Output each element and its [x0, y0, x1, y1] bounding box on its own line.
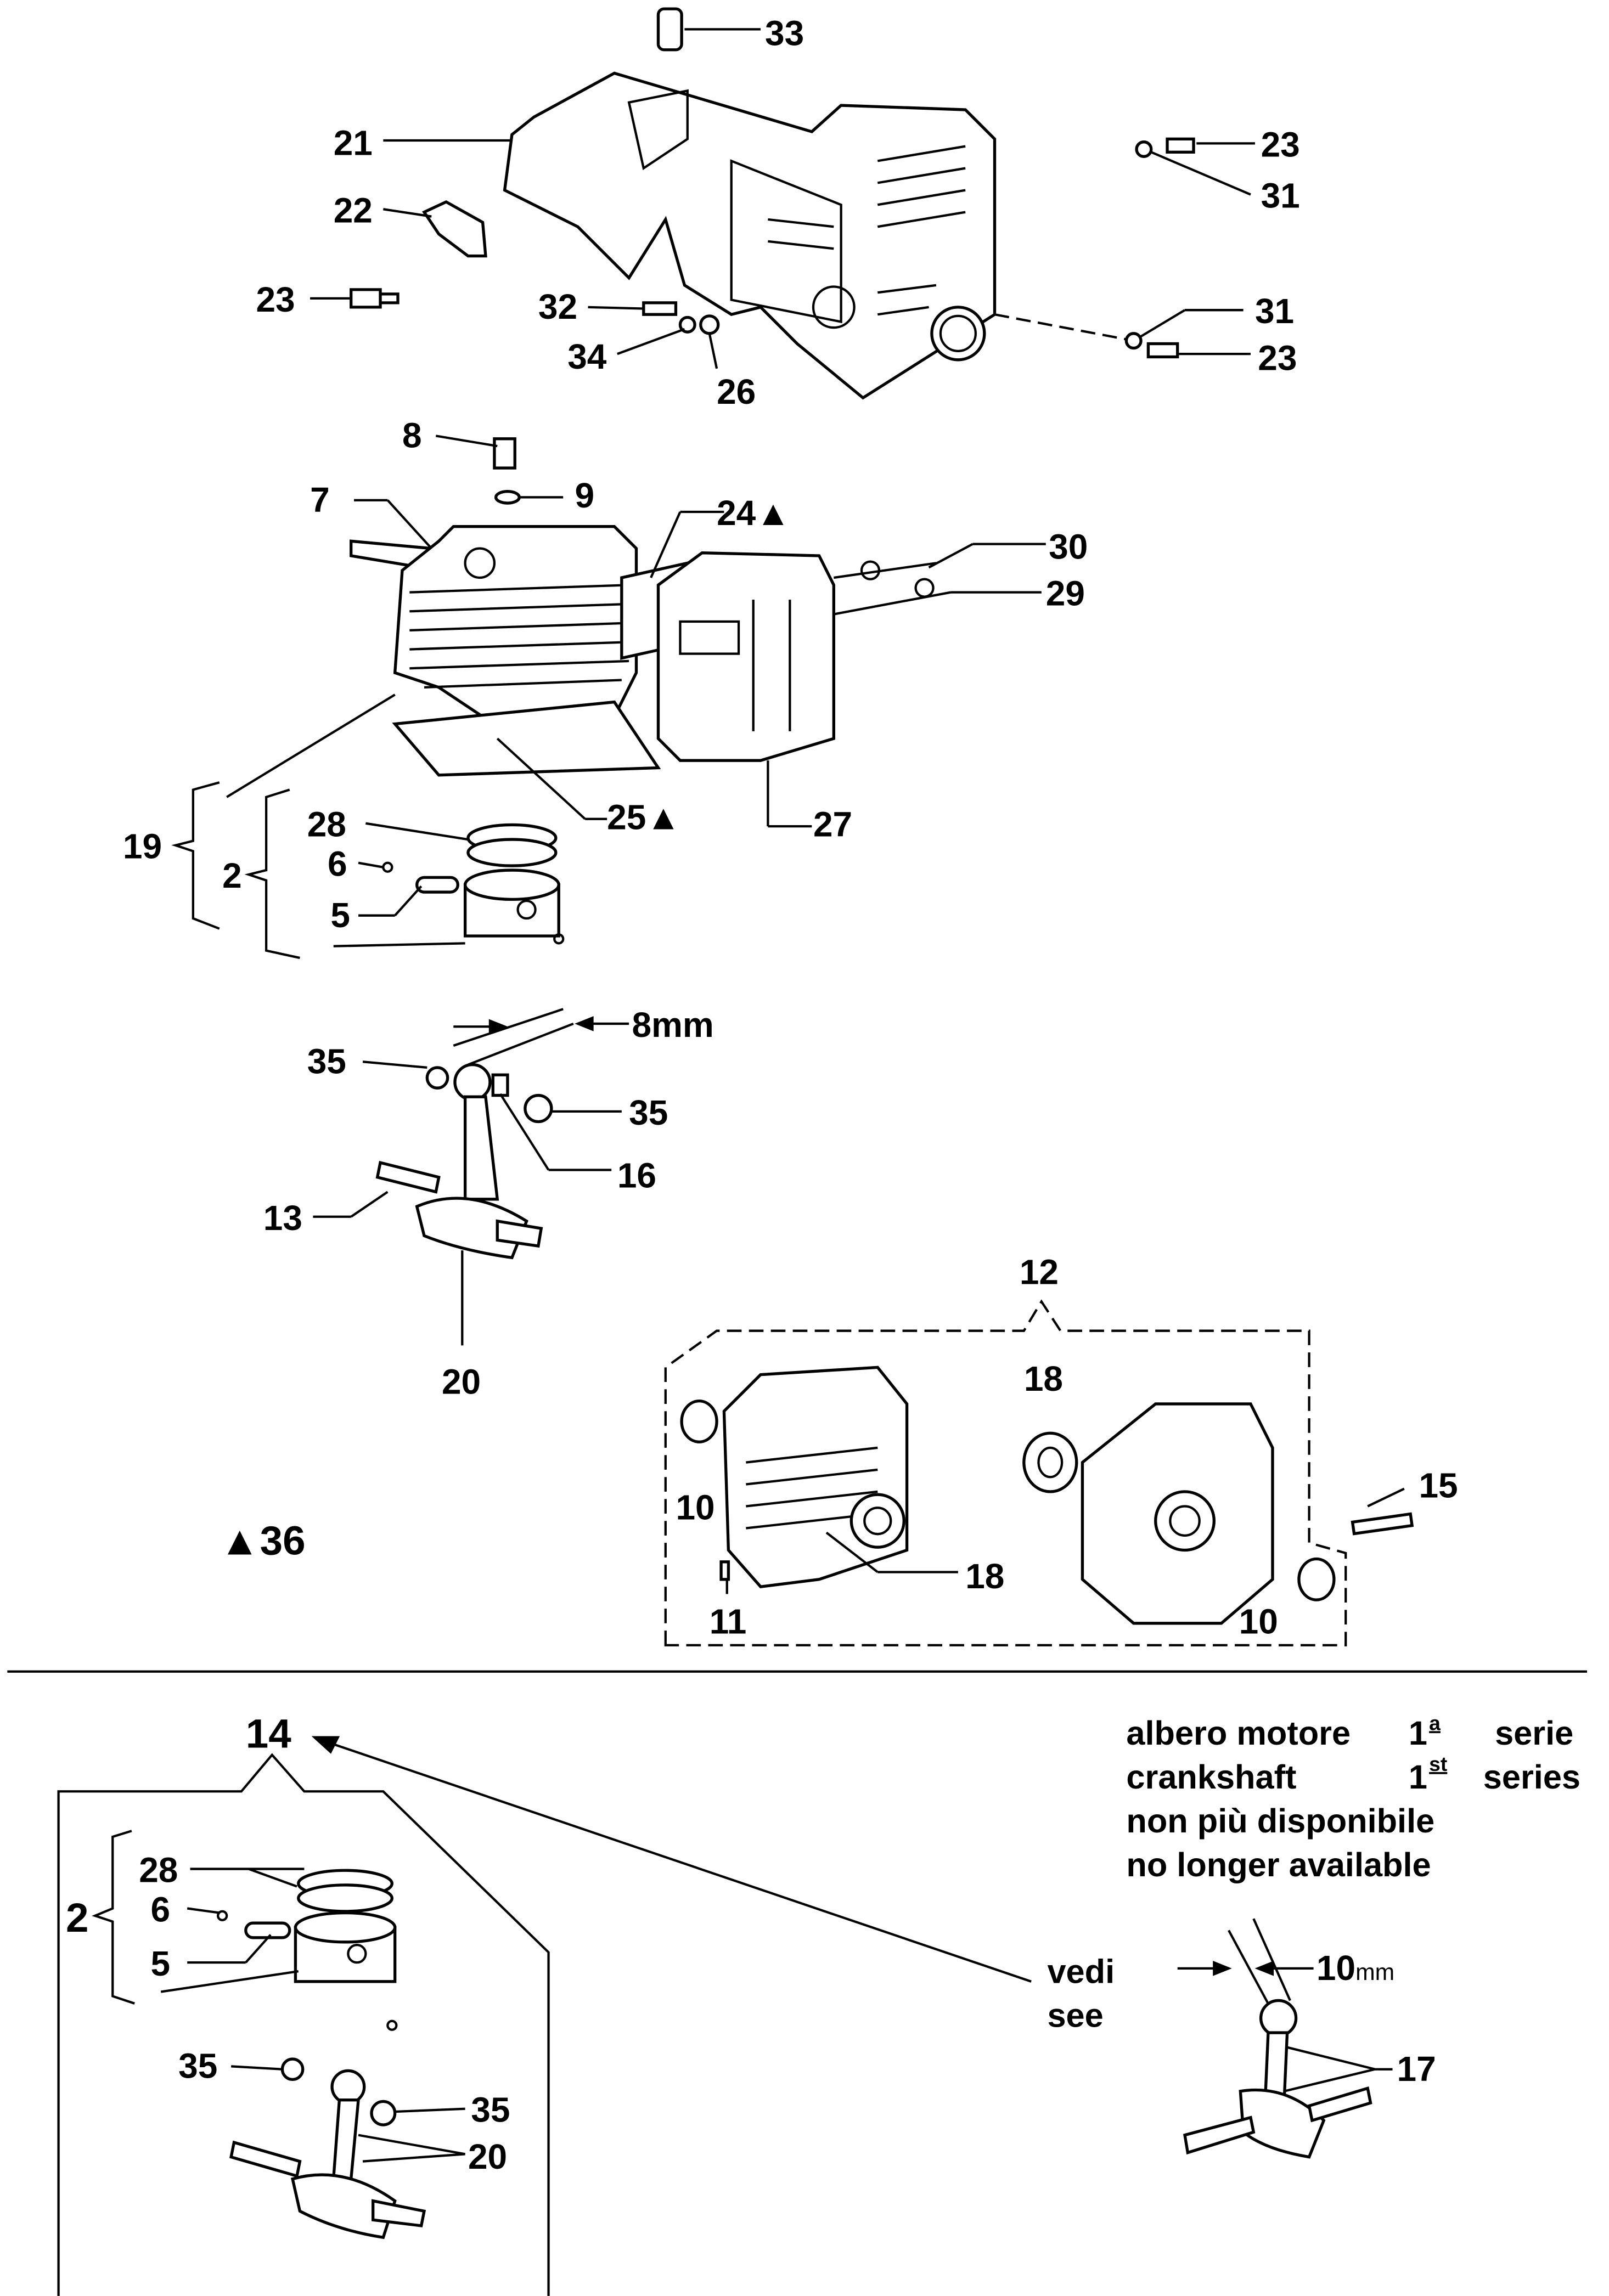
label-35: 35 — [629, 1093, 668, 1132]
note-line-2-c: series — [1483, 1758, 1580, 1796]
label-28: 28 — [307, 805, 346, 844]
part-31-washer-top — [1135, 140, 1153, 158]
label-5: 5 — [330, 895, 350, 935]
label-35: 35 — [307, 1042, 346, 1081]
label-18: 18 — [965, 1556, 1004, 1596]
part-23-screw-left — [350, 288, 400, 309]
part-32-screw — [642, 301, 678, 316]
part-18-bearing — [1022, 1431, 1078, 1493]
part-12-dashed-box — [664, 1299, 1347, 1646]
label-7: 7 — [310, 480, 330, 520]
note-line-1-sup: a — [1429, 1711, 1441, 1734]
label-36: ▲36 — [220, 1517, 306, 1563]
label-2: 2 — [222, 856, 242, 895]
label-12: 12 — [1020, 1252, 1059, 1291]
crankshaft-upper — [375, 1008, 574, 1260]
piston-upper — [382, 823, 565, 945]
label-10: 10 — [1239, 1601, 1278, 1641]
label-16: 16 — [617, 1155, 656, 1195]
label-5: 5 — [151, 1944, 171, 1983]
crankcase-right — [1081, 1402, 1274, 1625]
leader-lines — [160, 28, 1405, 2163]
label-35: 35 — [178, 2046, 217, 2086]
note-line-3: non più disponibile — [1126, 1802, 1434, 1840]
label-15: 15 — [1419, 1466, 1458, 1505]
label-29: 29 — [1046, 574, 1085, 613]
note-line-1-a: albero motore — [1126, 1714, 1351, 1752]
label-10mm-unit: mm — [1355, 1959, 1394, 1985]
crankshaft-first-series — [1183, 1918, 1372, 2159]
label-10mm-value: 10 — [1317, 1948, 1355, 1988]
label-23: 23 — [1258, 338, 1297, 377]
label-22: 22 — [334, 190, 373, 230]
note-vedi: vedi — [1047, 1953, 1115, 1990]
part-labels: 33 21 22 23 23 31 31 23 32 34 26 8 9 7 2… — [66, 14, 1458, 2176]
part-31-washer-bottom — [1124, 332, 1143, 350]
label-30: 30 — [1049, 527, 1088, 566]
label-21: 21 — [334, 123, 373, 163]
label-14: 14 — [246, 1710, 292, 1756]
part-23-screw-right-bottom — [1146, 342, 1179, 359]
label-6: 6 — [328, 844, 347, 884]
part-10-seal-left — [680, 1399, 718, 1443]
note-line-1-b: 1 — [1409, 1714, 1427, 1752]
note-see: see — [1047, 1996, 1103, 2034]
part-11-pin — [719, 1560, 730, 1581]
part-15-screw — [1351, 1512, 1414, 1536]
label-26: 26 — [717, 372, 756, 411]
part-10-seal-right — [1297, 1557, 1336, 1601]
label-23: 23 — [1261, 125, 1300, 164]
engine-cover — [503, 71, 997, 400]
note-line-2-a: crankshaft — [1126, 1758, 1296, 1796]
note-line-1-c: serie — [1495, 1714, 1573, 1752]
label-13: 13 — [263, 1198, 302, 1238]
label-32: 32 — [538, 287, 577, 326]
part-30-29-bolts — [833, 560, 951, 616]
muffler — [656, 551, 835, 762]
label-6: 6 — [151, 1890, 171, 1930]
label-28: 28 — [139, 1851, 178, 1890]
label-33: 33 — [765, 14, 804, 53]
piston-kit — [217, 1869, 398, 2031]
label-8: 8 — [402, 416, 422, 455]
brackets-19-2 — [171, 781, 300, 960]
label-20: 20 — [442, 1362, 481, 1401]
part-23-screw-right-top — [1166, 137, 1195, 154]
part-33-clip — [656, 7, 683, 52]
label-23: 23 — [256, 280, 295, 319]
label-34: 34 — [567, 337, 607, 376]
crankshaft-kit — [229, 2057, 426, 2239]
availability-note: albero motore 1 a serie crankshaft 1 st … — [1047, 1711, 1580, 2034]
note-line-2-b: 1 — [1409, 1758, 1427, 1796]
label-31: 31 — [1255, 291, 1294, 331]
label-31: 31 — [1261, 176, 1300, 216]
label-20: 20 — [468, 2137, 507, 2176]
part-26-washer — [699, 314, 720, 335]
label-27: 27 — [813, 805, 852, 844]
part-14-box — [57, 1753, 550, 2296]
cylinder — [350, 437, 661, 777]
note-line-4: no longer available — [1126, 1846, 1431, 1883]
label-35: 35 — [471, 2090, 510, 2130]
label-10mm: 10mm — [1317, 1948, 1394, 1988]
label-25: 25▲ — [607, 797, 680, 837]
label-9: 9 — [575, 476, 595, 515]
note-line-2-sup: st — [1429, 1752, 1447, 1775]
label-18: 18 — [1024, 1359, 1063, 1398]
label-8mm: 8mm — [632, 1005, 713, 1045]
label-10: 10 — [676, 1488, 715, 1527]
part-22-bracket — [422, 200, 487, 258]
label-19: 19 — [123, 827, 162, 866]
label-17: 17 — [1397, 2049, 1436, 2089]
crankcase-left — [722, 1366, 909, 1588]
label-11: 11 — [710, 1601, 747, 1641]
label-24: 24▲ — [717, 493, 790, 533]
label-2: 2 — [66, 1894, 89, 1940]
